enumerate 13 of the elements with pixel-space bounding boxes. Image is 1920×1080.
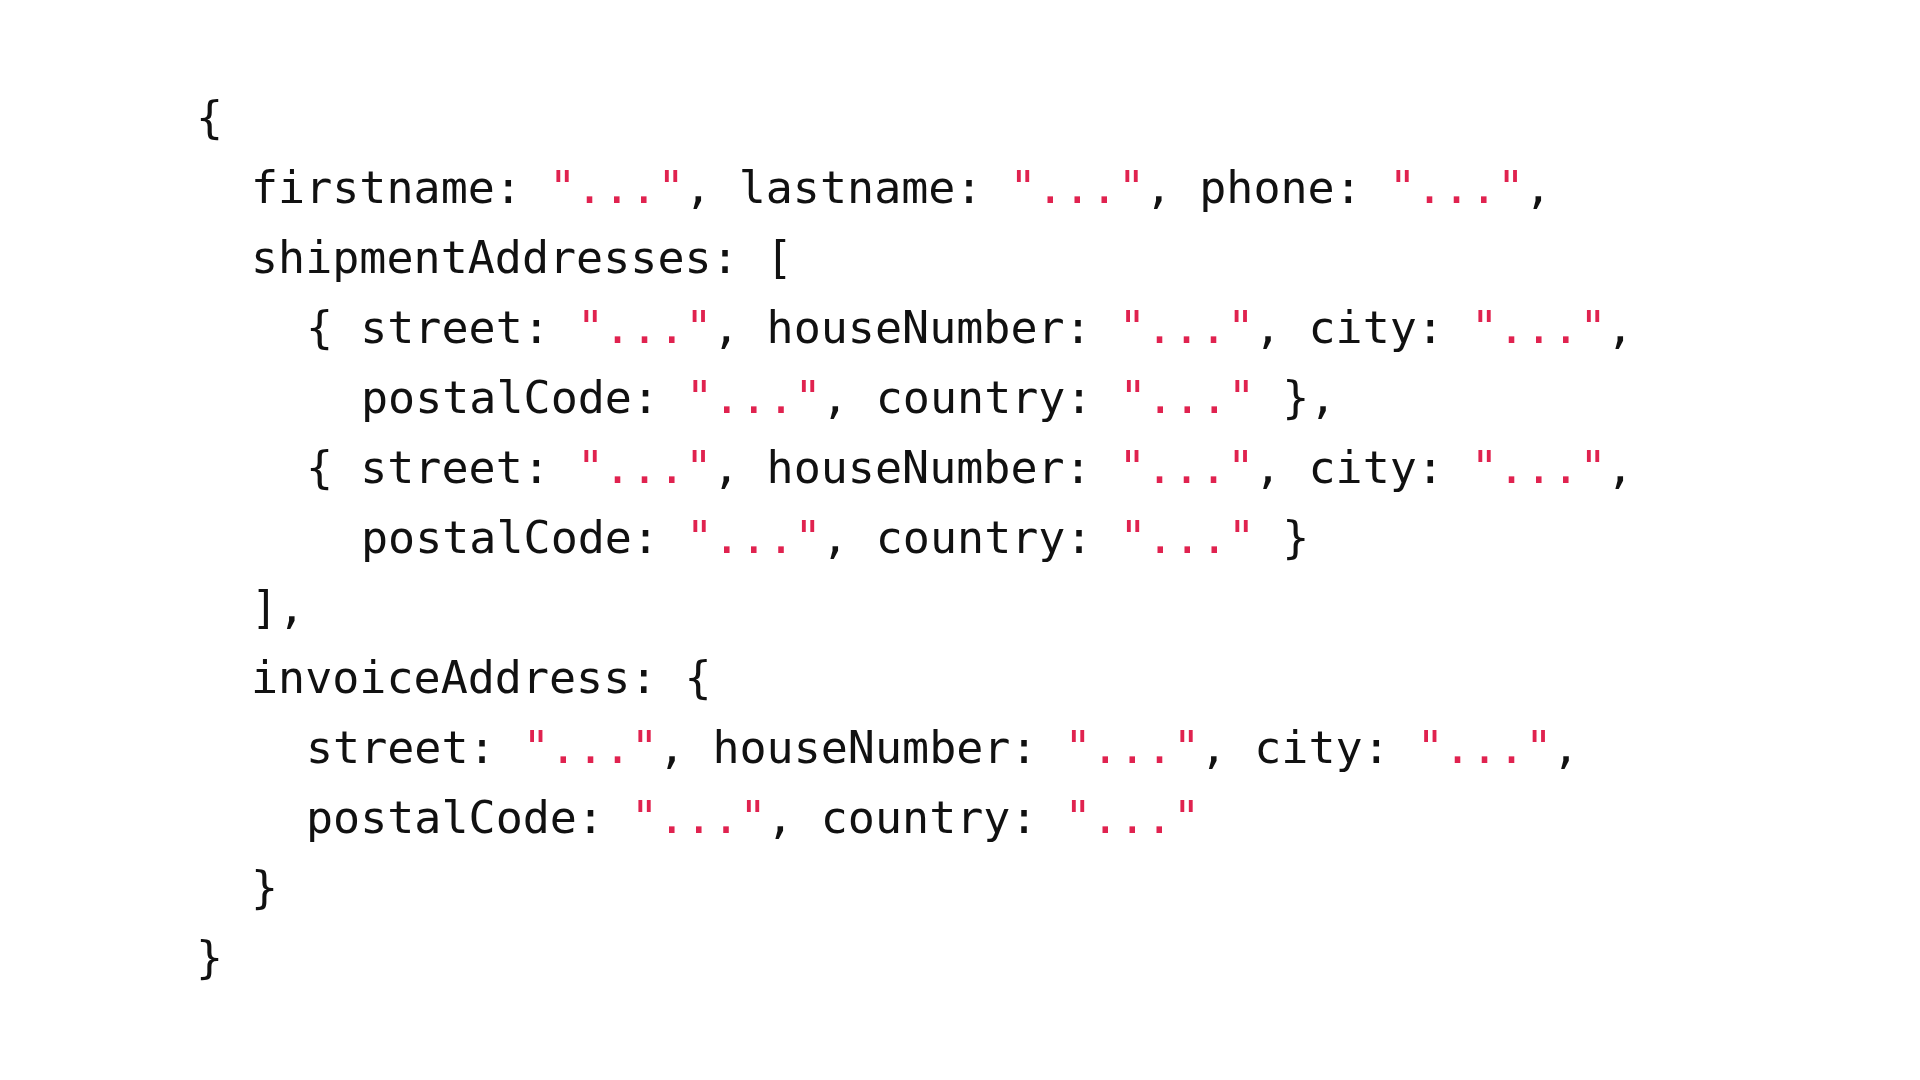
code-line: invoiceAddress: {	[251, 650, 712, 706]
code-line: ],	[251, 580, 306, 636]
code-line: {	[196, 90, 224, 146]
code-line: { street: "...", houseNumber: "...", city: "...",	[306, 300, 1634, 356]
code-line: { street: "...", houseNumber: "...", city: "...",	[306, 440, 1634, 496]
code-line: postalCode: "...", country: "..." }	[361, 510, 1310, 566]
code-line: }	[196, 930, 224, 986]
code-line: shipmentAddresses: [	[251, 230, 793, 286]
code-line: }	[251, 860, 279, 916]
code-line: street: "...", houseNumber: "...", city: "...",	[306, 720, 1580, 776]
code-line: postalCode: "...", country: "..."	[306, 790, 1201, 846]
code-line: postalCode: "...", country: "..." },	[361, 370, 1337, 426]
code-line: firstname: "...", lastname: "...", phone: "...",	[251, 160, 1552, 216]
